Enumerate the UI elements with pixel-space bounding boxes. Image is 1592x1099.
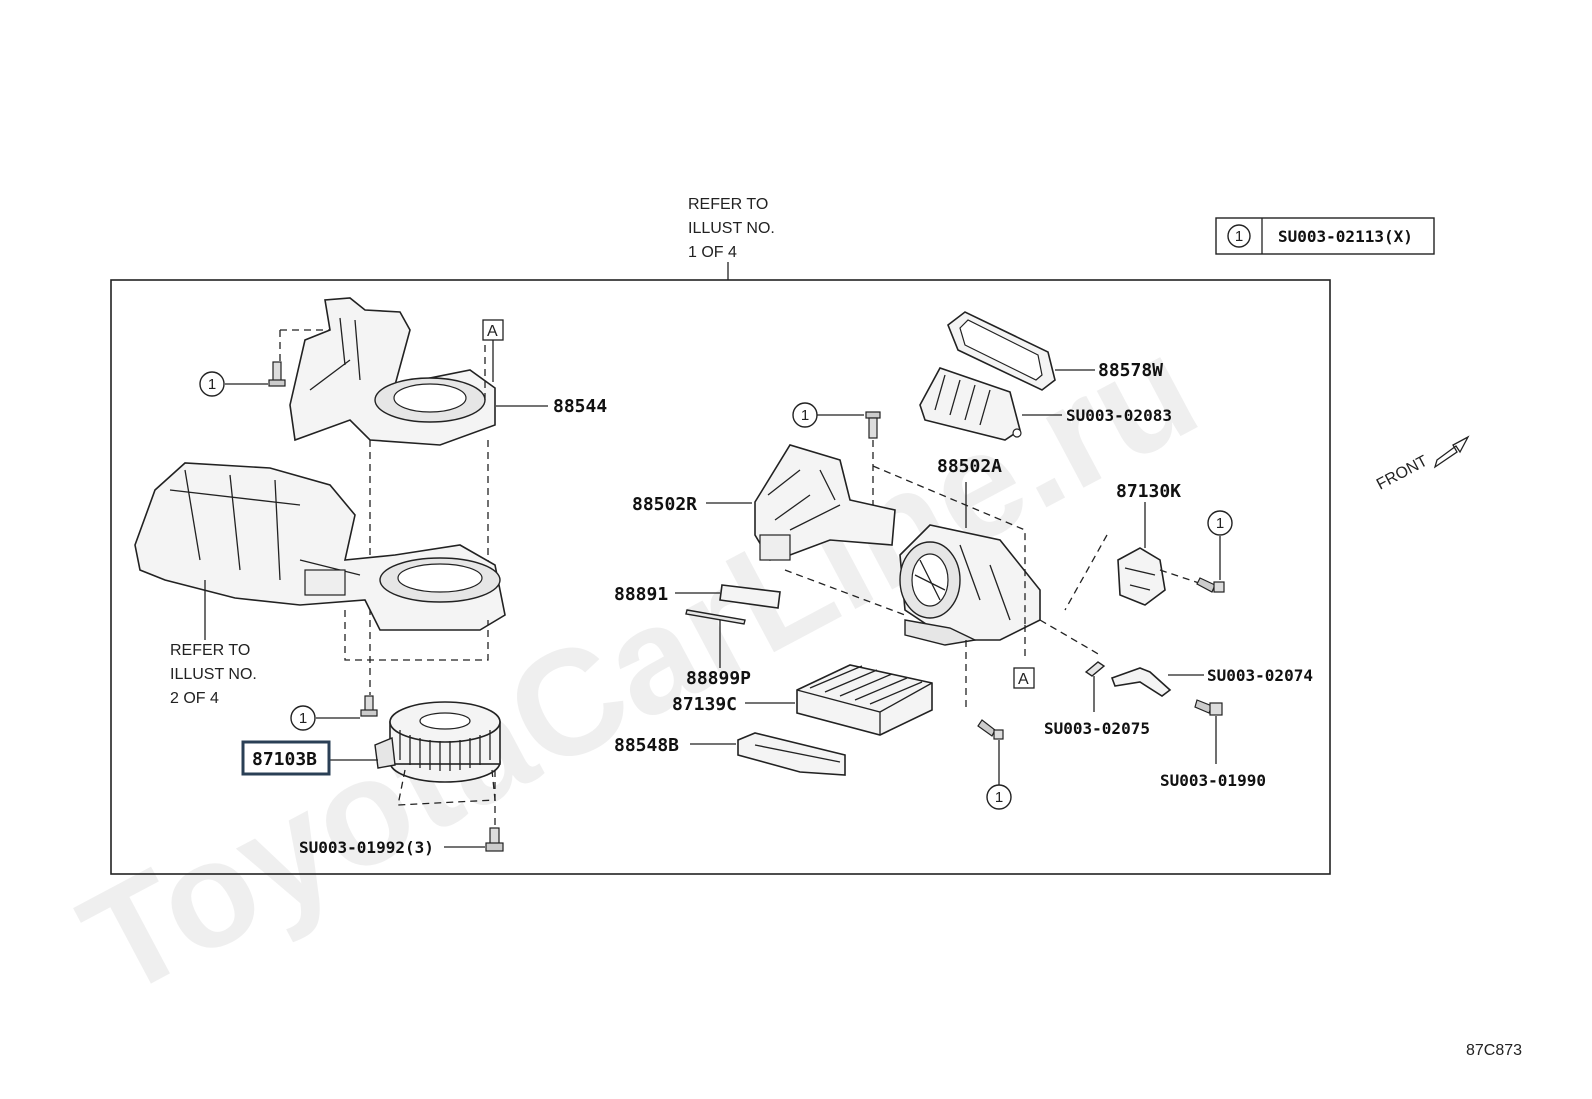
- screw-icon: [1196, 577, 1225, 593]
- circle-1-marker: 1: [199, 371, 225, 397]
- svg-text:1: 1: [995, 789, 1003, 806]
- svg-text:1: 1: [1216, 515, 1224, 532]
- svg-text:REFER TO: REFER TO: [170, 642, 250, 659]
- label-SU003-02083[interactable]: SU003-02083: [1066, 406, 1172, 425]
- assembly-frame: [110, 279, 1331, 875]
- svg-text:1: 1: [801, 407, 809, 424]
- label-SU003-01992[interactable]: SU003-01992(3): [299, 838, 434, 857]
- part-SU003-02075-drawing: [1084, 661, 1106, 677]
- svg-text:1: 1: [1235, 228, 1243, 245]
- label-88891[interactable]: 88891: [614, 584, 668, 605]
- bolt-icon: [485, 827, 504, 852]
- label-87103B[interactable]: 87103B: [252, 749, 317, 770]
- circle-1-marker: 1: [290, 705, 316, 731]
- circle-1-marker: 1: [986, 784, 1012, 810]
- part-88578W-drawing: [947, 311, 1056, 391]
- part-88502A-drawing: [899, 524, 1041, 646]
- label-SU003-02074[interactable]: SU003-02074: [1207, 666, 1313, 685]
- screw-icon: [268, 361, 286, 387]
- part-87139C-drawing: [796, 664, 933, 736]
- label-88548B[interactable]: 88548B: [614, 735, 679, 756]
- ref-marker-a-top: [482, 319, 504, 341]
- label-88502A[interactable]: 88502A: [937, 456, 1002, 477]
- label-88544: 88544: [553, 396, 607, 417]
- part-88502R-drawing: [754, 444, 896, 561]
- svg-text:2 OF 4: 2 OF 4: [170, 690, 219, 707]
- refer-note-top: REFER TO ILLUST NO. 1 OF 4: [688, 196, 775, 261]
- svg-text:ILLUST NO.: ILLUST NO.: [170, 666, 257, 683]
- part-SU003-02074-drawing: [1110, 667, 1172, 697]
- part-87130K-drawing: [1117, 547, 1166, 606]
- label-SU003-01990[interactable]: SU003-01990: [1160, 771, 1266, 790]
- part-88899P-drawing: [685, 609, 746, 625]
- svg-text:REFER TO: REFER TO: [688, 196, 768, 213]
- label-88502R[interactable]: 88502R: [632, 494, 697, 515]
- svg-text:A: A: [1018, 671, 1029, 688]
- label-88578W[interactable]: 88578W: [1098, 360, 1163, 381]
- circle-1-marker: 1: [1207, 510, 1233, 536]
- part-SU003-02083-drawing: [919, 367, 1022, 441]
- screw-icon: [865, 411, 881, 439]
- svg-text:ILLUST NO.: ILLUST NO.: [688, 220, 775, 237]
- illustration-id: 87C873: [1466, 1042, 1522, 1059]
- svg-text:1: 1: [208, 376, 216, 393]
- bolt-icon: [1194, 699, 1223, 716]
- svg-text:1 OF 4: 1 OF 4: [688, 244, 737, 261]
- label-SU003-02075[interactable]: SU003-02075: [1044, 719, 1150, 738]
- ref-marker-a-bottom: [1013, 667, 1035, 689]
- legend-box: 1 SU003-02113(X): [1215, 217, 1435, 255]
- svg-text:SU003-02113(X): SU003-02113(X): [1278, 227, 1413, 246]
- refer-note-left: REFER TO ILLUST NO. 2 OF 4: [170, 642, 257, 707]
- part-88548B-drawing: [737, 732, 846, 776]
- label-88899P[interactable]: 88899P: [686, 668, 751, 689]
- highlight-87103B: [241, 740, 331, 776]
- screw-icon: [977, 719, 1004, 740]
- label-87130K[interactable]: 87130K: [1116, 481, 1181, 502]
- svg-text:A: A: [487, 323, 498, 340]
- svg-text:FRONT: FRONT: [1374, 453, 1431, 494]
- blower-case-drawing: [134, 462, 506, 631]
- svg-text:1: 1: [299, 710, 307, 727]
- circle-1-marker: 1: [792, 402, 818, 428]
- part-88544-drawing: [289, 297, 496, 446]
- screw-icon: [360, 695, 378, 717]
- label-87139C[interactable]: 87139C: [672, 694, 737, 715]
- front-arrow: FRONT: [1374, 435, 1470, 494]
- blower-motor-drawing: [374, 701, 501, 783]
- part-88891-drawing: [719, 584, 781, 609]
